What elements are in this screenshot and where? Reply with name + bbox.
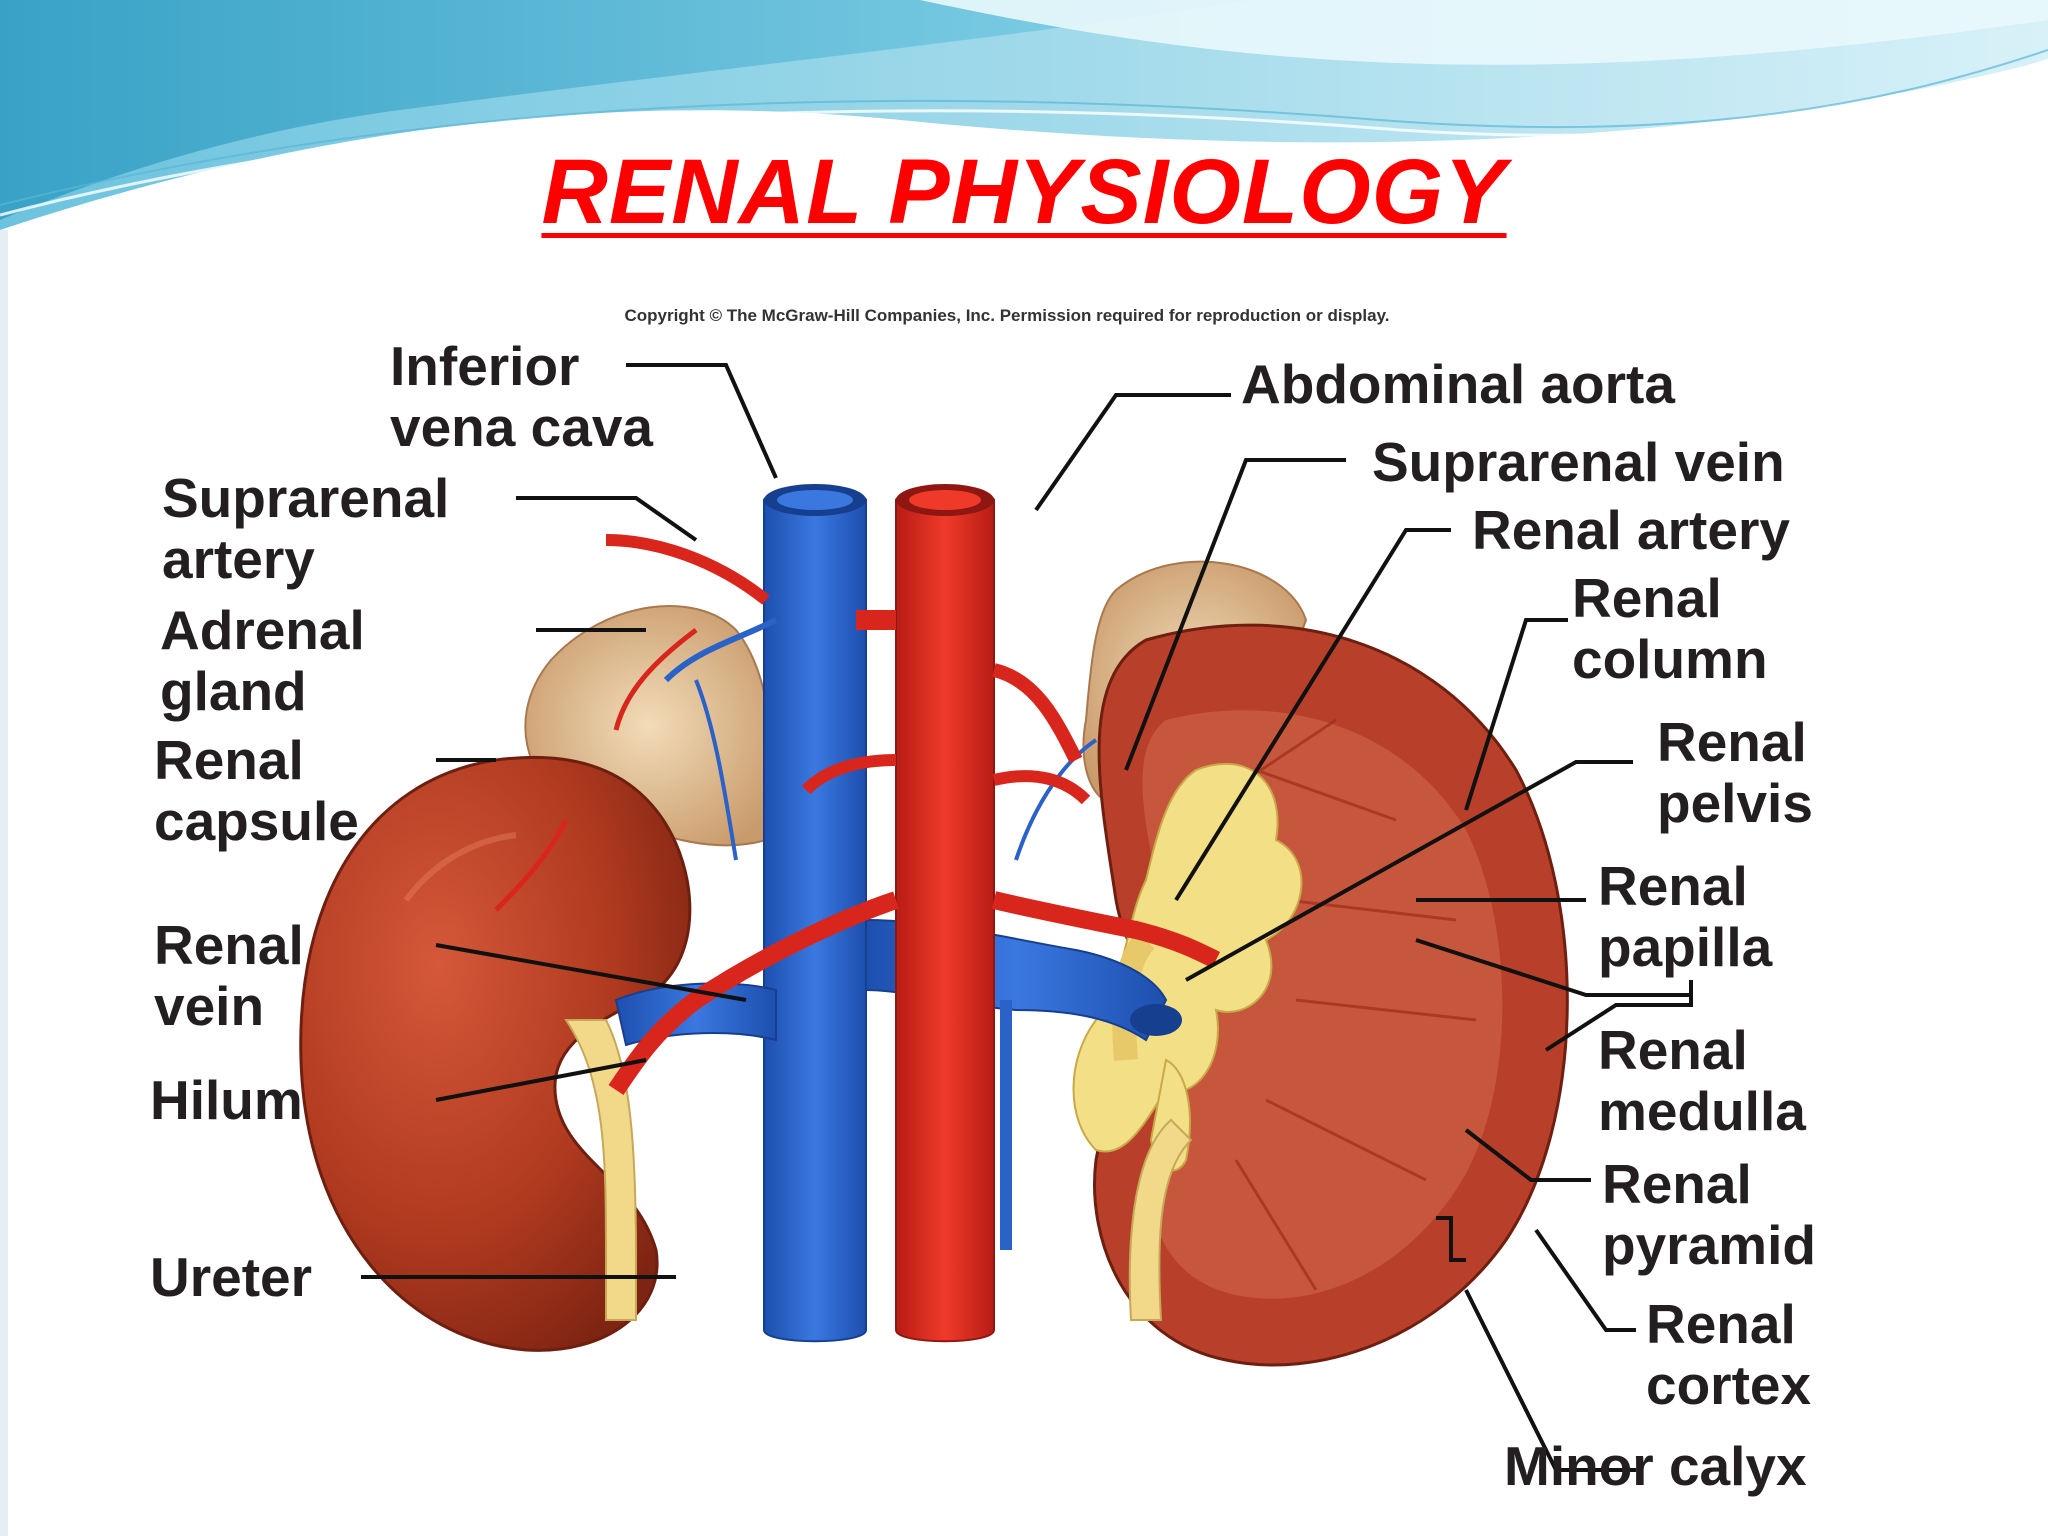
- label-renal-pelvis: Renal pelvis: [1657, 711, 1813, 834]
- left-renal-artery: [608, 891, 899, 1095]
- label-adrenal-gland: Adrenal gland: [160, 599, 365, 722]
- label-renal-papilla: Renal papilla: [1598, 855, 1773, 978]
- label-renal-artery: Renal artery: [1472, 499, 1790, 561]
- abdominal-aorta: [895, 491, 995, 1343]
- copyright-notice: Copyright © The McGraw-Hill Companies, I…: [624, 306, 1390, 325]
- left-edge-strip: [0, 230, 8, 1536]
- label-renal-column: Renal column: [1572, 567, 1768, 690]
- right-ureter: [1128, 1118, 1193, 1321]
- label-hilum: Hilum: [150, 1069, 303, 1131]
- label-inferior-vena-cava: Inferior vena cava: [390, 335, 653, 458]
- label-renal-pyramid: Renal pyramid: [1602, 1153, 1816, 1276]
- label-renal-cortex: Renal cortex: [1646, 1293, 1812, 1416]
- label-abdominal-aorta: Abdominal aorta: [1241, 353, 1675, 415]
- kidney-figure: Copyright © The McGraw-Hill Companies, I…: [136, 300, 1878, 1536]
- label-renal-medulla: Renal medulla: [1598, 1019, 1806, 1142]
- label-suprarenal-vein: Suprarenal vein: [1372, 431, 1785, 493]
- slide-title: RENAL PHYSIOLOGY: [541, 141, 1507, 243]
- header-banner: [0, 0, 2048, 230]
- right-renal-artery: [991, 891, 1221, 969]
- label-minor-calyx: Minor calyx: [1504, 1435, 1807, 1497]
- label-suprarenal-artery: Suprarenal artery: [162, 467, 450, 590]
- label-renal-capsule: Renal capsule: [154, 729, 359, 852]
- label-ureter: Ureter: [150, 1246, 313, 1308]
- leader-lines: [361, 363, 1693, 1472]
- kidney-illustration: [299, 363, 1693, 1472]
- label-renal-vein: Renal vein: [154, 914, 304, 1037]
- left-kidney: [299, 755, 692, 1352]
